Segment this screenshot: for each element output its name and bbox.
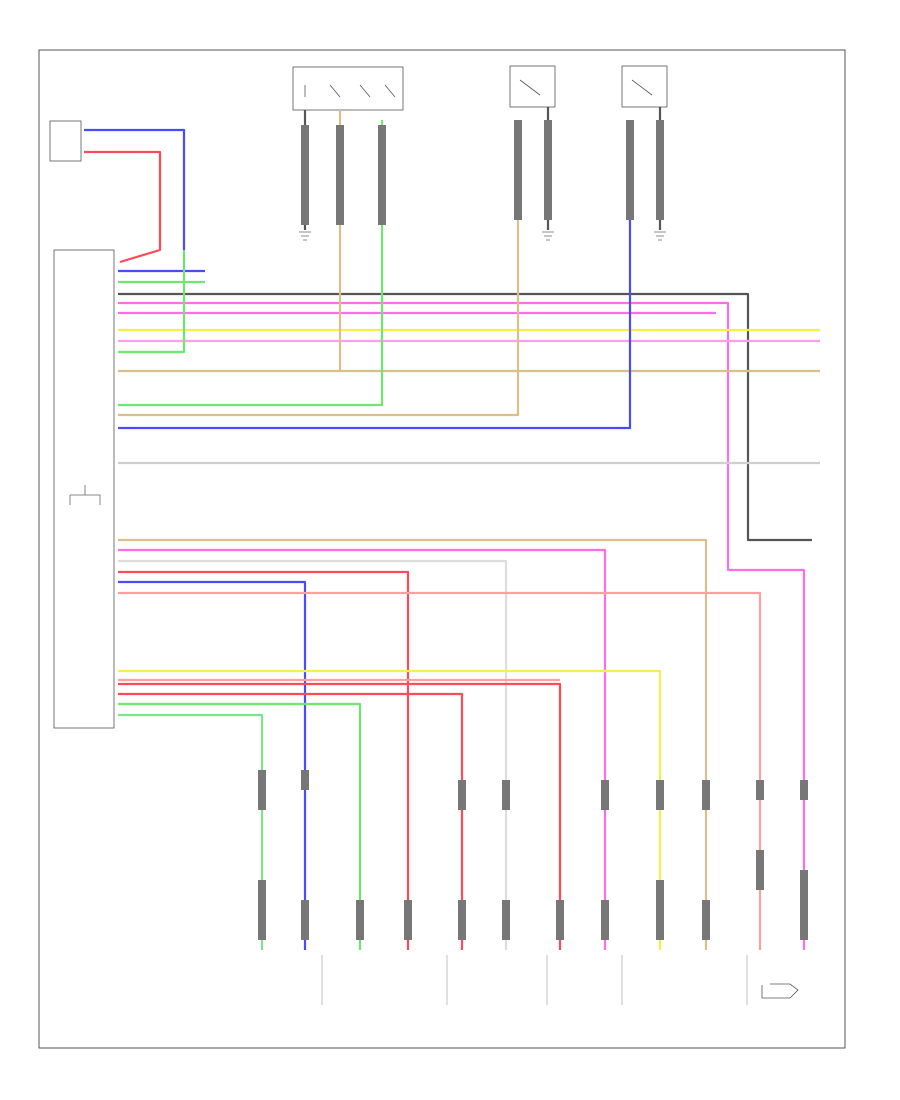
top-switch-middle: [509, 65, 556, 108]
switch-symbol-3: [631, 79, 653, 96]
wire-pink-lower: [118, 548, 607, 950]
diagram-frame: [38, 49, 846, 1049]
wire-red-lower: [118, 570, 410, 950]
wire-pink-main: [118, 301, 806, 950]
switch-symbol-2: [519, 79, 541, 96]
wire-tan-lower: [118, 538, 708, 950]
top-switch-assembly-left: [292, 66, 404, 111]
connector-marks: [258, 120, 808, 940]
wire-blue-top-left: [84, 128, 186, 250]
wire-yellow-lower: [118, 669, 662, 950]
wire-red-top-left: [84, 150, 162, 264]
wire-green-up: [118, 250, 186, 354]
wire-green-lower-2: [118, 713, 264, 950]
wire-blue-lower: [118, 580, 307, 950]
wire-lightgray-lower: [118, 559, 508, 950]
internal-switch-symbol: [69, 485, 101, 505]
wire-red-lower-2: [118, 682, 562, 950]
bottom-dividers: [321, 955, 748, 1005]
switch-symbol-1: [304, 84, 396, 98]
speaker-icon: [761, 983, 799, 999]
top-left-module: [49, 120, 82, 162]
wire-red-lower-3: [118, 692, 464, 950]
wire-blue-switch: [118, 120, 632, 430]
wire-salmon-lower: [118, 591, 762, 950]
wire-green-lower: [118, 702, 362, 950]
main-control-module: [53, 249, 115, 729]
ground-symbols: [299, 231, 666, 241]
top-switch-right: [621, 65, 668, 108]
wire-gray-bus: [118, 292, 812, 542]
